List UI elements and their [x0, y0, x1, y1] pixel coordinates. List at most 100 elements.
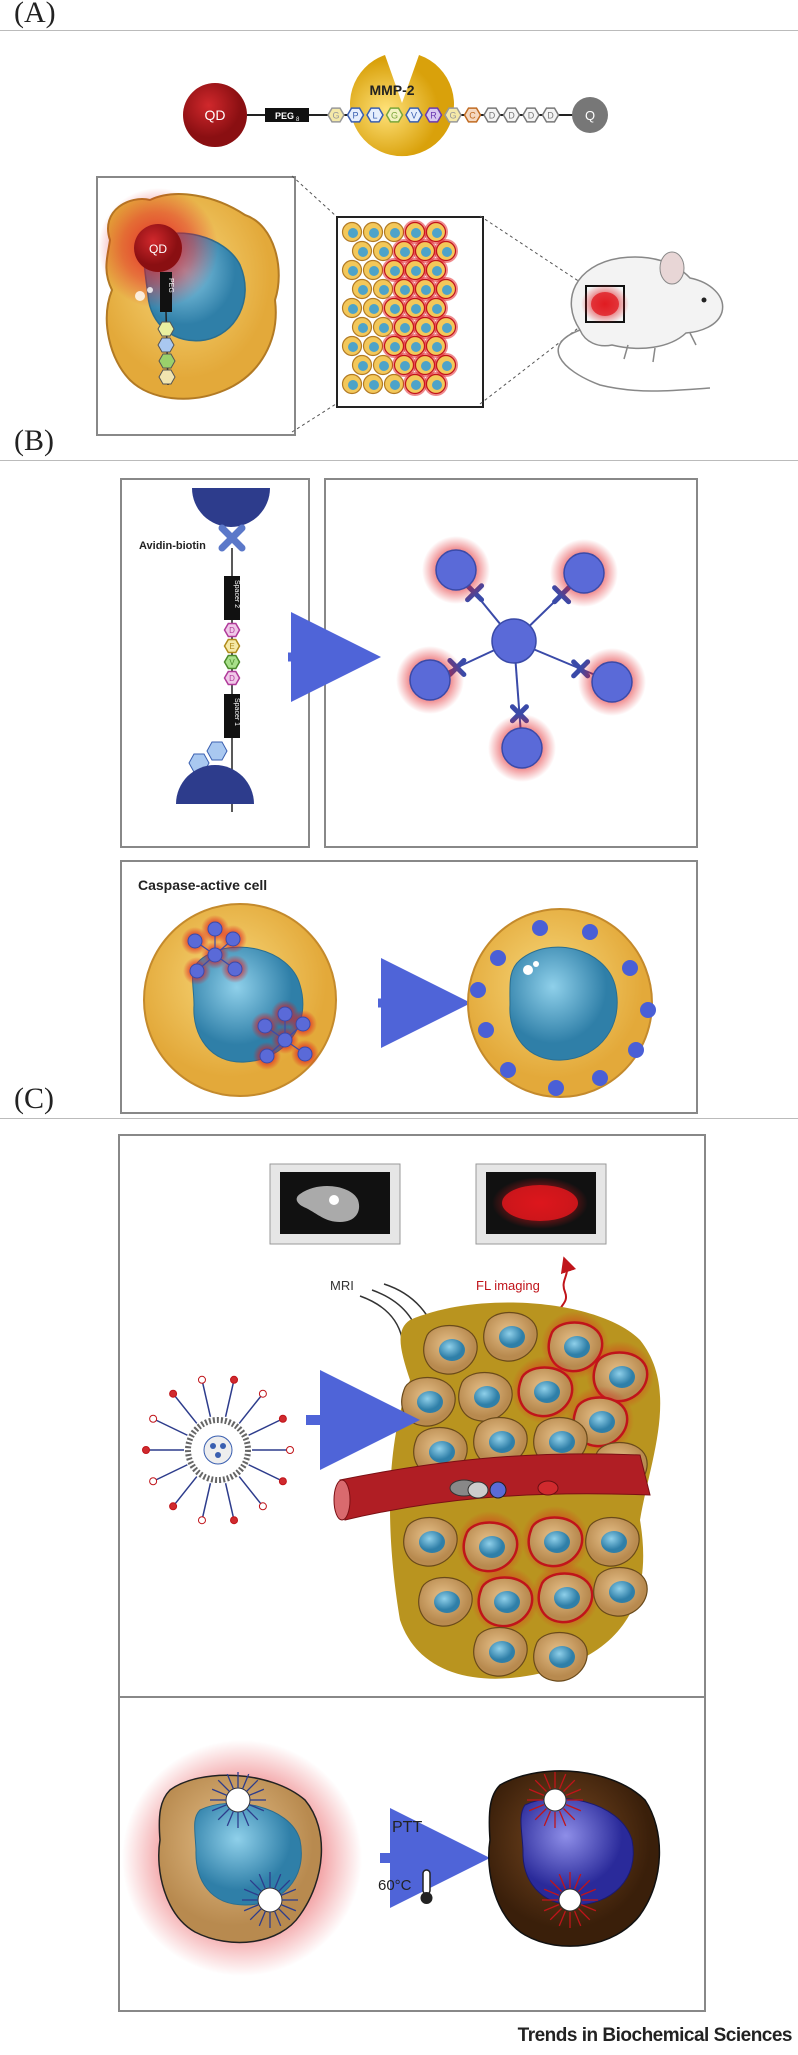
cluster-satellite	[435, 549, 477, 591]
released-particle	[532, 920, 548, 936]
cluster-core	[491, 618, 537, 664]
linker-residue	[223, 622, 241, 638]
tissue-cell-nucleus	[421, 323, 431, 333]
spacer1-label: Spacer 1	[233, 698, 240, 726]
qd-dot	[183, 83, 247, 147]
panel-c-label: (C)	[14, 1082, 54, 1115]
released-particle	[582, 924, 598, 940]
probe-residue	[483, 107, 501, 123]
tissue-cell-nucleus	[348, 228, 358, 238]
cell-residue-chain	[157, 321, 176, 385]
tissue-cell-nucleus	[421, 361, 431, 371]
np-ligand-tip	[278, 1477, 287, 1486]
tissue-cell-nucleus	[411, 342, 421, 352]
peg-subscript: 8	[296, 117, 300, 123]
probe-residue	[385, 107, 404, 123]
caspase-cell-before	[143, 903, 337, 1097]
tissue-cell-nucleus	[348, 266, 358, 276]
probe-residue	[502, 107, 521, 123]
temperature-label: 60°C	[378, 1877, 412, 1894]
tissue-cell-nucleus	[379, 247, 389, 257]
cell-cluster-particle	[207, 947, 223, 963]
quencher-dot	[572, 97, 608, 133]
linker-residue	[223, 638, 241, 654]
probe-residue-letter: D	[547, 111, 554, 121]
tissue-cell-nucleus	[369, 342, 379, 352]
peg-block	[265, 108, 309, 122]
peg-label: PEG	[275, 111, 294, 121]
np-ligand-tip	[278, 1414, 287, 1423]
tumor-cell-nucleus	[489, 1641, 515, 1663]
linker-residue-letter: D	[229, 674, 235, 683]
tissue-cell-nucleus	[400, 285, 410, 295]
mmp2-label: MMP-2	[369, 82, 414, 98]
tissue-cell-nucleus	[369, 380, 379, 390]
cell-cluster-particle	[207, 921, 223, 937]
cell-cluster-particle	[297, 1046, 313, 1062]
linker-residue	[223, 654, 241, 670]
linker-residue-letter: D	[229, 626, 235, 635]
tissue-cell-nucleus	[369, 266, 379, 276]
cell-cluster-particle	[259, 1048, 275, 1064]
np-ligand-tip	[197, 1375, 206, 1384]
tissue-cell-nucleus	[390, 342, 400, 352]
probe-residue-letter: G	[332, 111, 339, 121]
tumor-cell-nucleus	[609, 1366, 635, 1388]
tissue-cell-nucleus	[369, 228, 379, 238]
panel-b-rule	[0, 460, 798, 461]
qd-label: QD	[205, 107, 226, 123]
tissue-cell-nucleus	[442, 323, 452, 333]
probe-residue	[405, 107, 423, 123]
probe-residue	[522, 107, 540, 123]
tissue-cell-nucleus	[432, 304, 442, 314]
tumor-cell-nucleus	[554, 1587, 580, 1609]
probe-residue-letter: L	[372, 111, 377, 121]
probe-residue	[463, 107, 482, 123]
probe-residue-letter: P	[352, 111, 358, 121]
tissue-cell-nucleus	[400, 361, 410, 371]
mri-monitor	[269, 1163, 401, 1245]
caspase-cell-title: Caspase-active cell	[138, 877, 267, 893]
thermometer-icon	[420, 1869, 433, 1904]
released-particle	[500, 1062, 516, 1078]
tissue-cell-nucleus	[348, 380, 358, 390]
probe-residue-letter: G	[449, 111, 456, 121]
ptt-label: PTT	[392, 1819, 422, 1836]
tissue-cell-nucleus	[442, 361, 452, 371]
mmp2-enzyme	[350, 55, 454, 157]
released-particle	[478, 1022, 494, 1038]
blood-vessel	[333, 1453, 651, 1521]
np-ligand-tip	[230, 1375, 239, 1384]
tissue-cell-nucleus	[432, 380, 442, 390]
cluster-satellite	[563, 552, 605, 594]
tumor-cell-nucleus	[474, 1386, 500, 1408]
cell-cluster-particle	[189, 963, 205, 979]
released-particle	[622, 960, 638, 976]
released-particle	[640, 1002, 656, 1018]
cell-cluster-particle	[277, 1006, 293, 1022]
linker-residue-letter: E	[229, 642, 234, 651]
tumor-cell-nucleus	[419, 1531, 445, 1553]
tumor-cell-nucleus	[439, 1339, 465, 1361]
tissue-cell-nucleus	[442, 285, 452, 295]
cell-cluster-particle	[277, 1032, 293, 1048]
np-ligand-tip	[230, 1516, 239, 1525]
tumor-cell-nucleus	[494, 1591, 520, 1613]
tumor-cell-nucleus	[609, 1581, 635, 1603]
tissue-cell-nucleus	[348, 342, 358, 352]
mri-label: MRI	[330, 1278, 354, 1293]
tumor-cell-nucleus	[434, 1591, 460, 1613]
linker-residue	[223, 670, 241, 686]
tumor-cell-nucleus	[479, 1536, 505, 1558]
probe-residue-letter: D	[489, 111, 496, 121]
np-ligand-tip	[258, 1502, 267, 1511]
spacer2-label: Spacer 2	[233, 580, 240, 608]
tissue-cell-nucleus	[432, 266, 442, 276]
probe-residue	[366, 107, 384, 123]
tissue-cell-nucleus	[369, 304, 379, 314]
fl-monitor	[475, 1163, 607, 1245]
np-ligand-tip	[197, 1516, 206, 1525]
tissue-cell-nucleus	[421, 247, 431, 257]
tissue-cell-nucleus	[411, 380, 421, 390]
